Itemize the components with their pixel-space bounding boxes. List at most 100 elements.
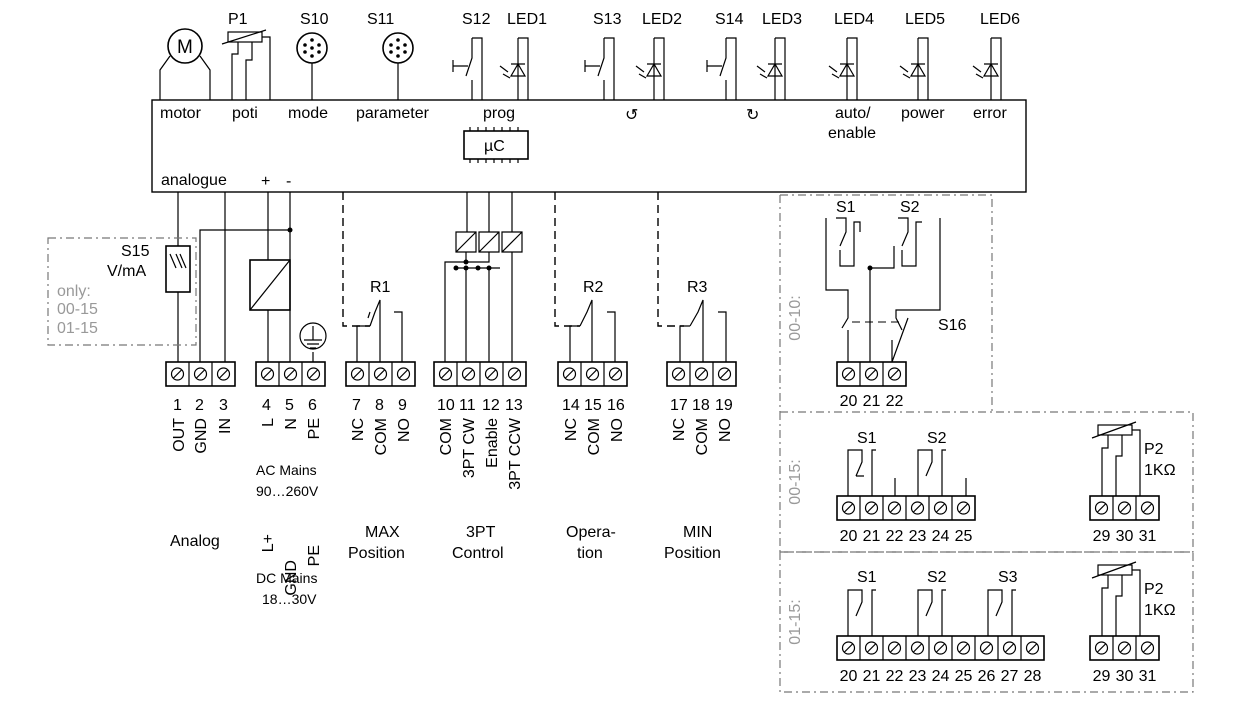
func-t9: NO (396, 418, 413, 442)
terminal-number: 2 (195, 397, 204, 414)
variant-00-10: 00-10: S1 S2 S16 (779, 194, 993, 412)
caption-operation-1: Opera- (566, 524, 616, 541)
variant-0115-p2-terminal-number: 30 (1116, 668, 1134, 685)
label-led2: LED2 (642, 11, 682, 28)
cw-icon: ↻ (746, 107, 759, 124)
terminal-screw-icon (841, 641, 856, 655)
terminal-screw-icon (396, 367, 411, 381)
label-led1: LED1 (507, 11, 547, 28)
terminal-block-3pt (433, 361, 527, 387)
terminal-number: 10 (437, 397, 455, 414)
variant-0015-p2-terminal-number: 29 (1093, 528, 1111, 545)
variant-0115-p2: P2 (1144, 581, 1164, 598)
variant-0010-s16: S16 (938, 317, 967, 334)
label-led5: LED5 (905, 11, 945, 28)
ctl-label-minus: - (286, 173, 291, 190)
ctl-label-power: power (901, 105, 945, 122)
variant-0115-s2: S2 (927, 569, 947, 586)
variant-0115-p2-terminal-number: 31 (1139, 668, 1157, 685)
potentiometer-p2-icon (1091, 421, 1141, 496)
func-t10: COM (438, 418, 455, 455)
label-led6: LED6 (980, 11, 1020, 28)
led4-icon (828, 37, 858, 100)
func-t18: COM (694, 418, 711, 455)
ctl-label-plus: + (261, 173, 270, 190)
terminal-screw-icon (841, 501, 856, 515)
variant-0010-s1: S1 (836, 199, 856, 216)
caption-min: MIN (683, 524, 712, 541)
terminal-screw-icon (887, 501, 902, 515)
variant-0115-p2-terminal-number: 29 (1093, 668, 1111, 685)
terminal-screw-icon (484, 367, 499, 381)
ctl-label-analogue: analogue (161, 172, 227, 189)
group-captions: AC Mains 90…260V Analog DC Mains 18…30V … (170, 462, 721, 607)
terminal-block-0015 (836, 495, 976, 521)
terminal-screw-icon (933, 501, 948, 515)
ctl-label-prog: prog (483, 105, 515, 122)
terminal-screw-icon (283, 367, 298, 381)
func-dc-lplus: L+ (260, 534, 277, 552)
terminal-block-min (666, 361, 737, 387)
relay-r1-label: R1 (370, 279, 391, 296)
potentiometer-icon (221, 29, 271, 100)
terminal-number: 4 (262, 397, 271, 414)
variant-0115-s3: S3 (998, 569, 1018, 586)
terminal-block-0115-p2 (1089, 635, 1160, 661)
terminal-screw-icon (608, 367, 623, 381)
terminal-block-operation (557, 361, 628, 387)
terminal-screw-icon (562, 367, 577, 381)
mode-selector-icon (296, 32, 328, 100)
terminal-screw-icon (1094, 501, 1109, 515)
variant-0010-terminal-number: 20 (840, 393, 858, 410)
terminal-screw-icon (717, 367, 732, 381)
variant-0115-terminal-number: 27 (1001, 668, 1019, 685)
relay-r2-label: R2 (583, 279, 604, 296)
terminal-block-max (345, 361, 416, 387)
variant-0015-terminal-number: 23 (909, 528, 927, 545)
terminal-screw-icon (1025, 641, 1040, 655)
variant-0115-p2val: 1KΩ (1144, 602, 1176, 619)
s15-variant-1: 00-15 (57, 301, 98, 318)
motor-symbol: M (177, 37, 193, 58)
led2-icon (635, 37, 665, 100)
terminal-screw-icon (1094, 641, 1109, 655)
variant-0115-terminal-number: 26 (978, 668, 996, 685)
motor-icon: M (159, 28, 211, 100)
terminal-screw-icon (864, 367, 879, 381)
ccw-icon: ↺ (625, 107, 638, 124)
terminal-number: 5 (285, 397, 294, 414)
label-led3: LED3 (762, 11, 802, 28)
variant-0015-tag: 00-15: (787, 459, 804, 504)
label-s12: S12 (462, 11, 491, 28)
func-dc-gnd: GND (283, 560, 300, 596)
variant-0015-s1: S1 (857, 430, 877, 447)
variant-0015-terminal-number: 25 (955, 528, 973, 545)
terminal-number: 9 (398, 397, 407, 414)
terminal-screw-icon (841, 367, 856, 381)
variant-0115-s1: S1 (857, 569, 877, 586)
s15-mode: V/mA (107, 263, 146, 280)
controller-box: motor poti mode parameter prog ↺ ↻ auto/… (151, 99, 1027, 193)
variant-0010-s2: S2 (900, 199, 920, 216)
terminal-screw-icon (910, 641, 925, 655)
led3-icon (756, 37, 786, 100)
terminal-number: 8 (375, 397, 384, 414)
led6-icon (972, 37, 1002, 100)
variant-0115-tag: 01-15: (787, 599, 804, 644)
terminal-screw-icon (864, 641, 879, 655)
s15-variant-2: 01-15 (57, 320, 98, 337)
terminal-block-0115 (836, 635, 1045, 661)
terminal-screw-icon (887, 367, 902, 381)
terminal-number: 18 (692, 397, 710, 414)
caption-operation-2: tion (577, 545, 603, 562)
terminal-screw-icon (979, 641, 994, 655)
terminal-number: 3 (219, 397, 228, 414)
ctl-label-parameter: parameter (356, 105, 430, 122)
caption-ac-voltage: 90…260V (256, 483, 319, 499)
func-t14: NC (563, 418, 580, 441)
s15-label: S15 (121, 243, 150, 260)
terminal-screw-icon (1140, 501, 1155, 515)
led5-icon (899, 37, 929, 100)
terminal-screw-icon (1140, 641, 1155, 655)
